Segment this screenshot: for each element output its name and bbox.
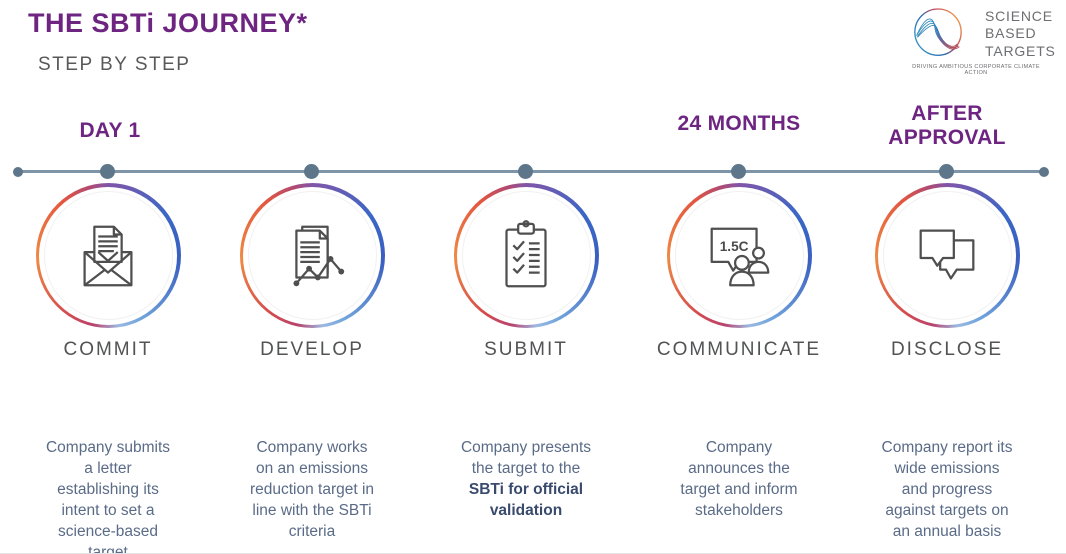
- step-circle: [239, 183, 385, 328]
- step-label: SUBMIT: [484, 339, 568, 360]
- timeline-dot-commit: [100, 164, 115, 179]
- timeline-end-dot-right: [1039, 167, 1049, 177]
- sbt-wave-circle-icon: [914, 8, 962, 56]
- marker-day-1: DAY 1: [79, 119, 141, 142]
- marker-24-months: 24 MONTHS: [677, 112, 801, 135]
- timeline-dot-develop: [304, 164, 319, 179]
- clipboard-checklist-icon: [505, 219, 547, 287]
- marker-after-approval: AFTER APPROVAL: [888, 102, 1006, 149]
- step-description: Company announces the target and inform …: [680, 438, 798, 519]
- step-label: DISCLOSE: [890, 339, 1004, 360]
- step-description: Company report its wide emissions and pr…: [881, 438, 1013, 540]
- timeline-dot-submit: [518, 164, 533, 179]
- timeline-dot-disclose: [939, 164, 954, 179]
- speech-bubble-people-icon: 1.5C: [710, 227, 770, 286]
- step-disclose: DISCLOSE Company report its wide emissio…: [847, 183, 1047, 553]
- step-commit: COMMIT Company submits a letter establis…: [8, 183, 208, 554]
- logo-tagline: DRIVING AMBITIOUS CORPORATE CLIMATE ACTI…: [912, 64, 1040, 76]
- step-label: COMMUNICATE: [656, 339, 822, 360]
- step-circle: [35, 183, 181, 328]
- envelope-letter-icon: [83, 225, 133, 286]
- step-develop: DEVELOP Company works on an emissions re…: [212, 183, 412, 553]
- step-description: Company works on an emissions reduction …: [249, 438, 375, 540]
- chat-bubbles-icon: [919, 229, 975, 280]
- page-subtitle: STEP BY STEP: [38, 54, 191, 75]
- document-chart-icon: [293, 225, 345, 286]
- step-communicate: 1.5C COMMUNICATE Company announces the t…: [639, 183, 839, 543]
- step-description: Company submits a letter establishing it…: [45, 438, 171, 554]
- step-label: DEVELOP: [260, 339, 364, 360]
- step-label: COMMIT: [63, 339, 153, 360]
- step-circle: [453, 183, 599, 328]
- timeline-dot-communicate: [731, 164, 746, 179]
- svg-text:1.5C: 1.5C: [720, 239, 749, 254]
- timeline-end-dot-left: [13, 167, 23, 177]
- logo-name: SCIENCE BASED TARGETS: [985, 8, 1056, 59]
- step-circle: 1.5C: [666, 183, 812, 328]
- page-title: THE SBTi JOURNEY*: [28, 8, 308, 38]
- step-submit: SUBMIT Company presents the target to th…: [426, 183, 626, 543]
- step-circle: [874, 183, 1020, 328]
